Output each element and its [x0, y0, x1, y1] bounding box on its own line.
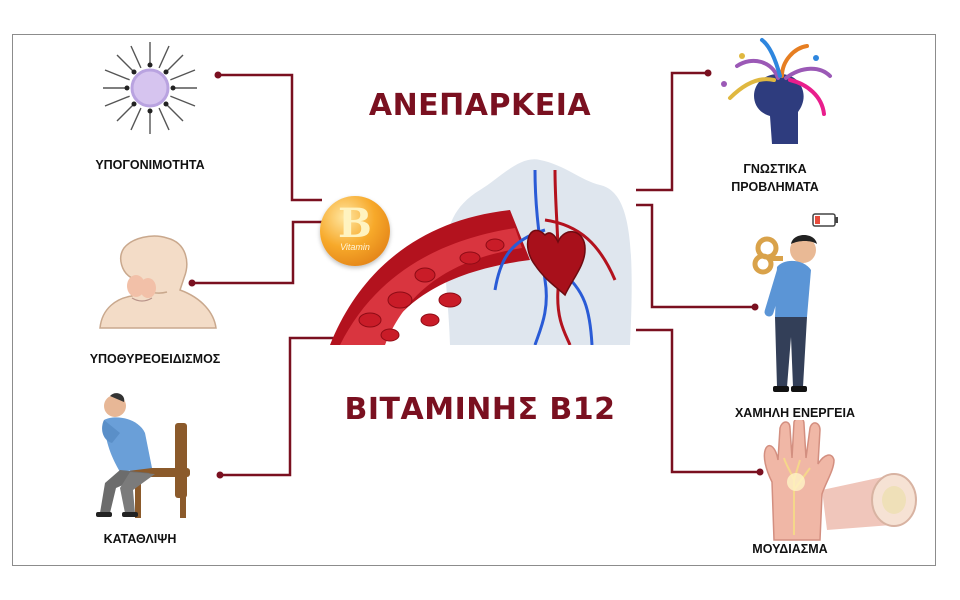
- label-cognitive-line1: ΓΝΩΣΤΙΚΑ: [743, 162, 807, 176]
- label-infertility: ΥΠΟΓΟΝΙΜΟΤΗΤΑ: [95, 158, 205, 172]
- connector-numbness: [636, 328, 760, 474]
- connector-infertility: [218, 73, 322, 202]
- diagram-title-bottom: ΒΙΤΑΜΙΝΗΣ Β12: [344, 392, 616, 427]
- confused-head-icon: [721, 38, 832, 144]
- vitamin-badge-word: Vitamin: [340, 242, 370, 252]
- connector-depression: [220, 336, 345, 477]
- label-numbness: ΜΟΥΔΙΑΣΜΑ: [752, 542, 828, 556]
- connector-cognitive: [636, 71, 708, 192]
- numb-hand-icon: [763, 420, 917, 541]
- connector-hypothyroidism: [192, 220, 322, 285]
- label-cognitive-line2: ΠΡΟΒΛΗΜΑΤΑ: [731, 180, 819, 194]
- label-cognitive: ΓΝΩΣΤΙΚΑ ΠΡΟΒΛΗΜΑΤΑ: [700, 160, 850, 196]
- connector-low-energy: [636, 203, 755, 309]
- label-depression: ΚΑΤΑΘΛΙΨΗ: [103, 532, 177, 546]
- sad-person-chair-icon: [96, 393, 190, 518]
- vitamin-badge-letter: B: [338, 200, 372, 247]
- diagram-frame: [12, 34, 936, 566]
- vitamin-b12-badge: B Vitamin: [320, 196, 390, 266]
- blood-vessel-heart-illustration: [330, 159, 632, 345]
- thyroid-neck-icon: [99, 235, 217, 329]
- tired-person-battery-icon: [752, 213, 838, 392]
- label-hypothyroidism: ΥΠΟΘΥΡΕΟΕΙΔΙΣΜΟΣ: [89, 352, 221, 366]
- label-low-energy: ΧΑΜΗΛΗ ΕΝΕΡΓΕΙΑ: [734, 406, 856, 420]
- sperm-egg-icon: [103, 42, 197, 134]
- diagram-title-top: ΑΝΕΠΑΡΚΕΙΑ: [368, 88, 592, 123]
